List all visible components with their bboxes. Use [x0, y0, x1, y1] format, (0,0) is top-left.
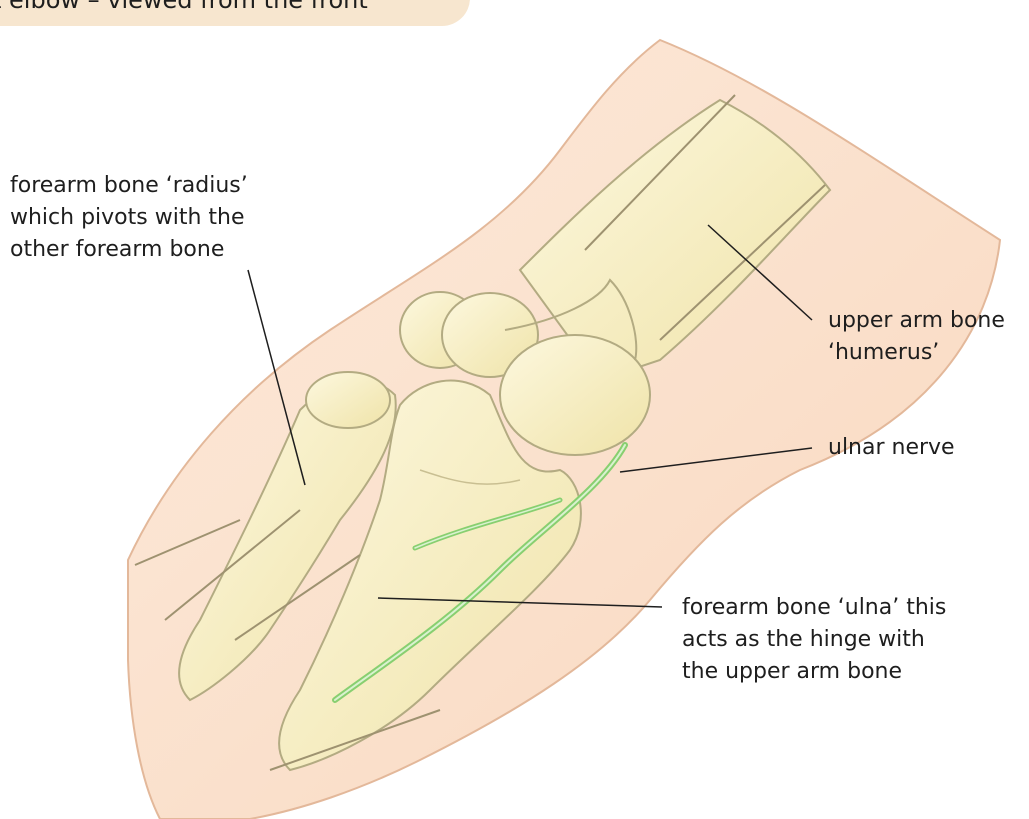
radius-label-line-2: which pivots with the: [10, 202, 248, 234]
humerus-label-line-1: upper arm bone: [828, 305, 1005, 337]
radius-label: forearm bone ‘radius’ which pivots with …: [10, 170, 248, 266]
ulna-label-line-1: forearm bone ‘ulna’ this: [682, 592, 946, 624]
ulna-label: forearm bone ‘ulna’ this acts as the hin…: [682, 592, 946, 688]
radius-head: [306, 372, 390, 428]
humerus-label: upper arm bone ‘humerus’: [828, 305, 1005, 369]
ulnar-nerve-label-line-1: ulnar nerve: [828, 432, 955, 464]
humerus-label-line-2: ‘humerus’: [828, 337, 1005, 369]
ulnar-nerve-label: ulnar nerve: [828, 432, 955, 464]
ulna-label-line-3: the upper arm bone: [682, 656, 946, 688]
radius-label-line-3: other forearm bone: [10, 234, 248, 266]
ulna-label-line-2: acts as the hinge with: [682, 624, 946, 656]
medial-epicondyle: [500, 335, 650, 455]
radius-label-line-1: forearm bone ‘radius’: [10, 170, 248, 202]
